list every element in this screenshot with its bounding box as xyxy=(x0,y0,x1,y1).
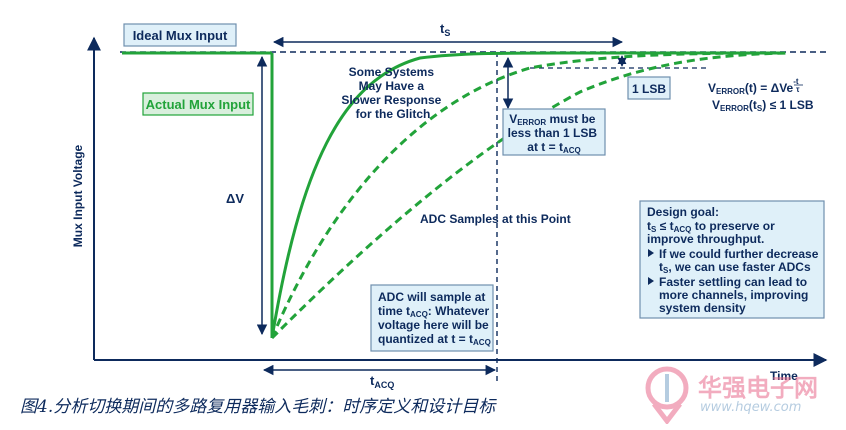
ideal-mux-input-label: Ideal Mux Input xyxy=(133,28,228,43)
verror-note-text: VERROR must be less than 1 LSB at t = tA… xyxy=(508,112,601,155)
verror-exp-denominator: τ xyxy=(796,85,800,94)
site-watermark: 华强电子网 www.hqew.com xyxy=(640,366,840,426)
adc-sample-note-text: ADC will sample at time tACQ: Whatever v… xyxy=(378,290,493,347)
fast-settling-curve xyxy=(270,51,780,339)
bullet-arrow-2 xyxy=(648,277,654,285)
design-goal-text: Design goal: tS ≤ tACQ to preserve or im… xyxy=(647,205,822,315)
watermark-name: 华强电子网 xyxy=(698,374,818,402)
y-axis-title: Mux Input Voltage xyxy=(71,144,85,247)
delta-v-label: ΔV xyxy=(226,191,244,206)
tacq-label: tACQ xyxy=(370,373,394,390)
actual-mux-input-label: Actual Mux Input xyxy=(146,97,251,112)
ts-label: tS xyxy=(440,21,450,38)
watermark-logo-icon xyxy=(645,366,689,424)
verror-note-box xyxy=(502,108,606,156)
slow-settling-curve xyxy=(270,51,791,340)
verror-ts-equation: VERROR(tS) ≤ 1 LSB xyxy=(712,98,814,113)
watermark-url: www.hqew.com xyxy=(700,400,802,415)
medium-settling-curve xyxy=(270,51,781,339)
one-lsb-label: 1 LSB xyxy=(632,82,666,96)
verror-equation: VERROR(t) = ΔVe-t xyxy=(708,77,799,96)
slower-response-note: Some Systems May Have a Slower Response … xyxy=(341,65,444,121)
design-goal-box xyxy=(639,200,825,319)
bullet-arrow-1 xyxy=(648,249,654,257)
actual-mux-input-box xyxy=(142,92,254,116)
adc-samples-label: ADC Samples at this Point xyxy=(420,212,571,226)
ideal-mux-input-box xyxy=(123,23,237,47)
one-lsb-box xyxy=(627,76,671,100)
adc-sample-note-box xyxy=(370,284,494,352)
x-axis-title: Time xyxy=(770,369,798,383)
figure-caption: 图4.分析切换期间的多路复用器输入毛刺：时序定义和设计目标 xyxy=(20,397,496,417)
